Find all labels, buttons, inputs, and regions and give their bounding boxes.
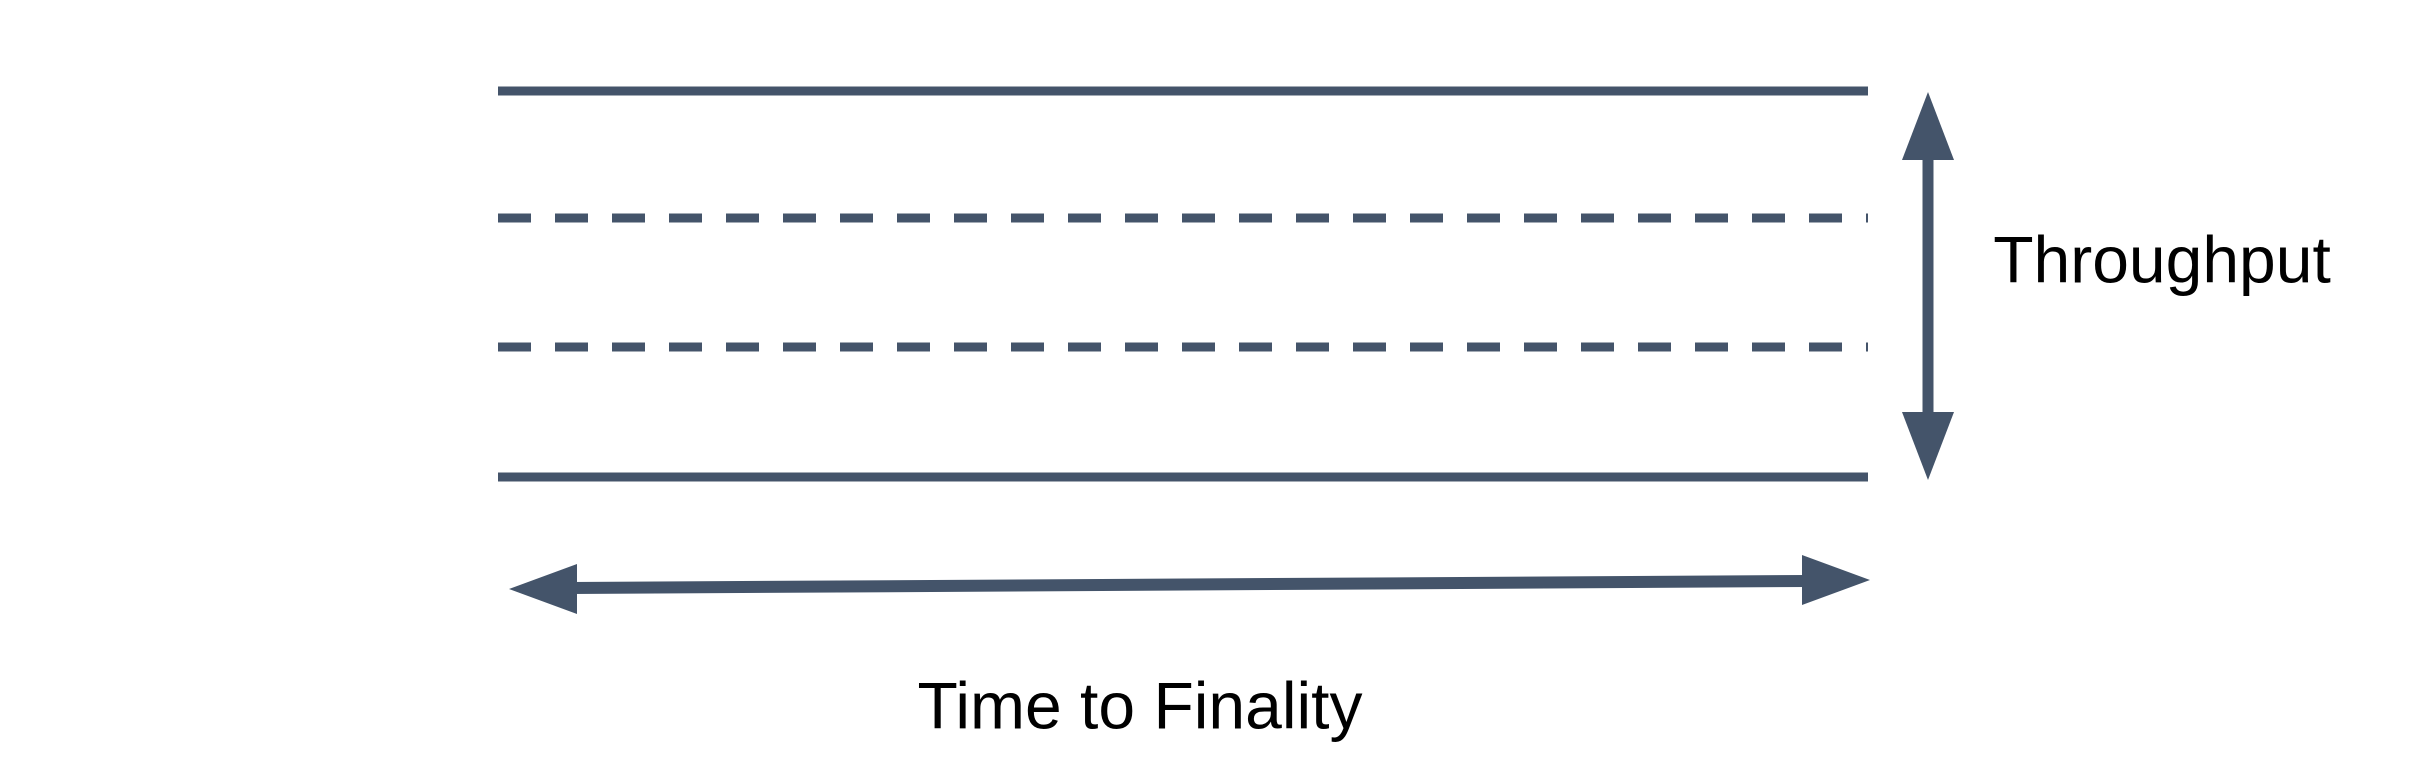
arrowhead-down-icon <box>1902 412 1954 480</box>
time-to-finality-label: Time to Finality <box>917 668 1363 743</box>
arrowhead-right-icon <box>1802 555 1870 605</box>
arrowhead-left-icon <box>509 564 577 614</box>
time-to-finality-arrow <box>509 555 1870 614</box>
throughput-label: Throughput <box>1993 222 2331 297</box>
time-to-finality-arrow-shaft <box>569 575 1809 594</box>
arrowhead-up-icon <box>1902 92 1954 160</box>
throughput-arrow <box>1902 92 1954 480</box>
